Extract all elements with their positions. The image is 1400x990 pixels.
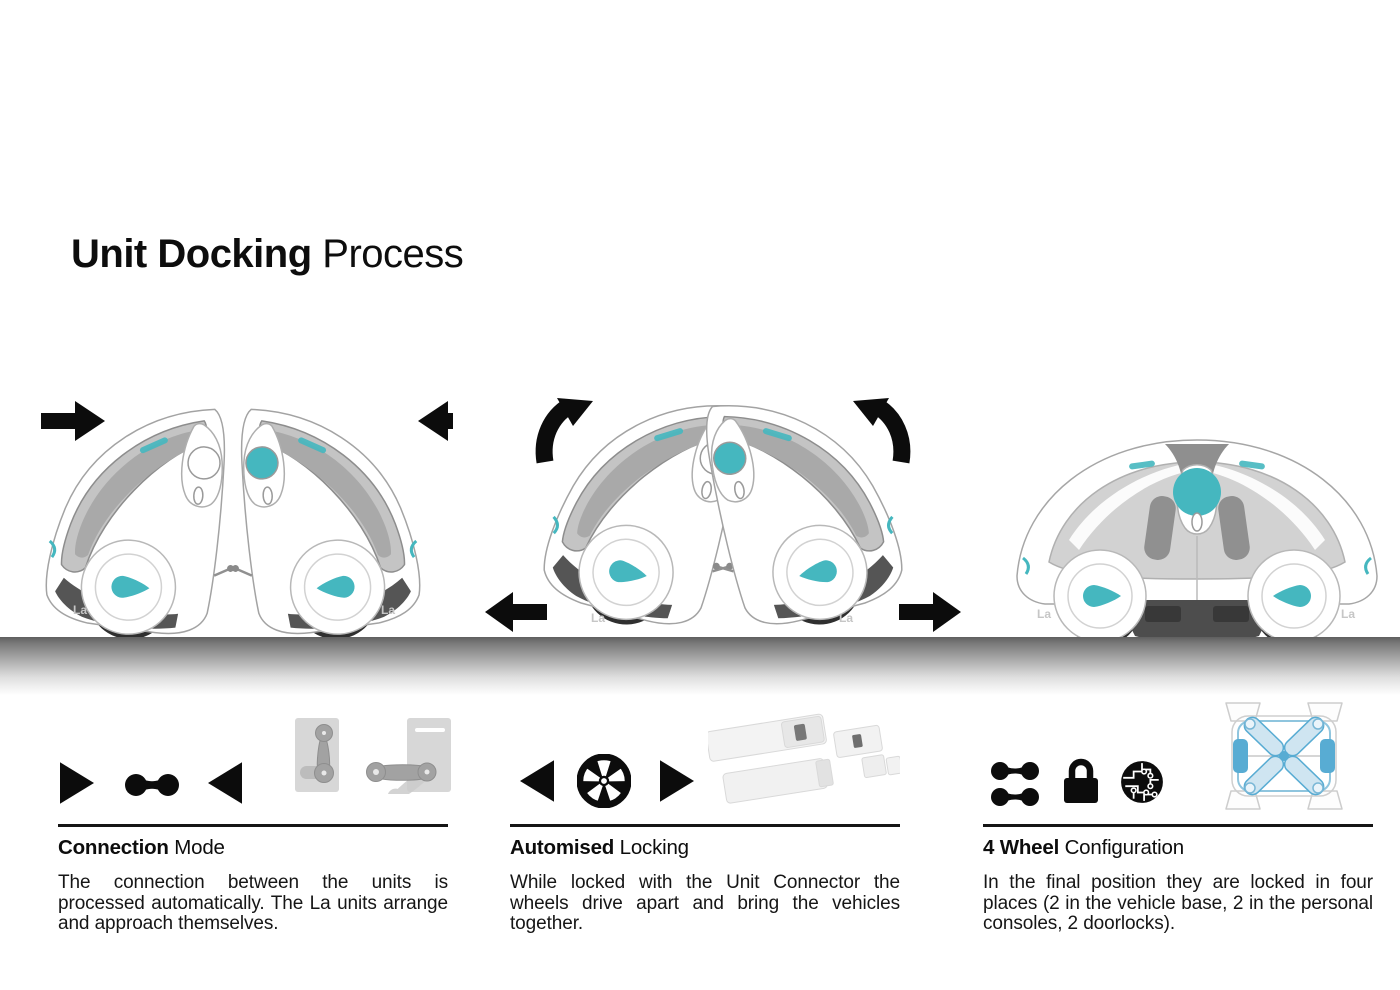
section-heading-rest: Locking	[614, 836, 689, 859]
brand-mark: La	[73, 603, 87, 617]
brand-mark: La	[591, 611, 605, 625]
arrow-left-icon	[208, 762, 242, 804]
section-heading-bold: Automised	[510, 836, 615, 859]
padlock-icon	[1063, 757, 1099, 805]
section-four-wheel-configuration: 4 Wheel Configuration In the final posit…	[983, 824, 1373, 935]
automised-locking-icon-row	[510, 690, 910, 812]
section-heading: 4 Wheel Configuration	[983, 836, 1373, 860]
arrow-right-icon	[41, 401, 105, 441]
four-wheel-icon-row	[983, 695, 1383, 812]
unit-connector-pair-icon	[990, 761, 1040, 807]
arrow-left-icon	[418, 401, 453, 441]
section-body: In the final position they are locked in…	[983, 872, 1373, 935]
stage-1-units-approach-illustration: La La	[41, 399, 453, 647]
section-heading-rest: Mode	[168, 836, 225, 859]
page-title-emphasis: Unit Docking	[71, 232, 312, 276]
section-body: The connection between the units is proc…	[58, 872, 448, 935]
section-connection-mode: Connection Mode The connection between t…	[58, 824, 448, 935]
section-heading-rest: Configuration	[1059, 836, 1185, 859]
divider	[58, 824, 448, 827]
divider	[983, 824, 1373, 827]
chassis-top-view-icon	[1215, 700, 1353, 812]
brand-mark: La	[381, 603, 395, 617]
arrow-right-icon	[660, 760, 694, 802]
connection-mode-icon-row	[58, 700, 458, 812]
brand-mark: La	[1037, 607, 1051, 621]
brand-mark: La	[839, 611, 853, 625]
curved-arrow-up-right-icon	[535, 398, 593, 464]
section-heading: Connection Mode	[58, 836, 448, 860]
stage-2-units-tilt-illustration: La La	[485, 396, 961, 644]
arrow-right-icon	[60, 762, 94, 804]
divider	[510, 824, 900, 827]
curved-arrow-up-left-icon	[853, 398, 911, 464]
arrow-right-icon	[899, 592, 961, 632]
ground-line	[0, 637, 1400, 695]
wheel-icon	[576, 753, 632, 809]
page-title: Unit Docking Process	[71, 232, 464, 276]
section-automised-locking: Automised Locking While locked with the …	[510, 824, 900, 935]
section-heading-bold: Connection	[58, 836, 169, 859]
stage-3-docked-vehicle-illustration: La La	[1016, 439, 1378, 646]
circuit-icon	[1119, 759, 1165, 805]
section-body: While locked with the Unit Connector the…	[510, 872, 900, 935]
page-title-rest: Process	[311, 232, 464, 276]
arrow-left-icon	[485, 592, 547, 632]
arrow-left-icon	[520, 760, 554, 802]
section-heading: Automised Locking	[510, 836, 900, 860]
latch-open-icon	[365, 716, 451, 805]
latch-closed-icon	[295, 716, 341, 794]
unit-connector-icon	[124, 770, 180, 800]
brand-mark: La	[1341, 607, 1355, 621]
section-heading-bold: 4 Wheel	[983, 836, 1060, 859]
connector-parts-icon	[705, 695, 903, 809]
